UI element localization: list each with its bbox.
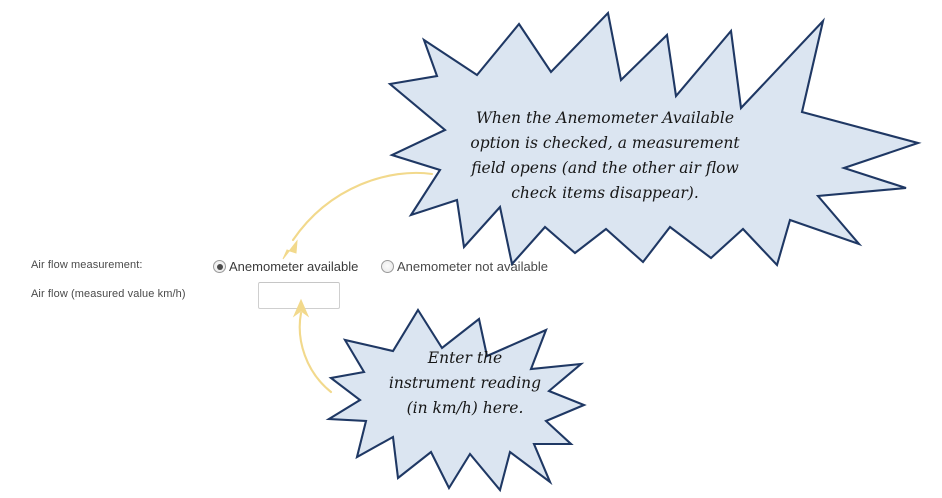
callout-top-line-2: option is checked, a measurement <box>470 134 740 153</box>
radio-label-anemometer-not-available: Anemometer not available <box>397 259 549 274</box>
air-flow-measurement-label: Air flow measurement: <box>31 259 143 271</box>
radio-button-anemometer-not-available[interactable] <box>381 260 394 273</box>
annotation-arrow-top <box>291 171 434 242</box>
callout-bottom-text: Enter the instrument reading (in km/h) h… <box>360 346 570 421</box>
annotation-arrow-bottom <box>298 311 333 394</box>
callout-starburst-top <box>387 10 922 268</box>
callout-bottom-line-2: instrument reading <box>388 374 542 393</box>
radio-option-anemometer-available[interactable]: Anemometer available <box>213 259 358 274</box>
callout-bottom-line-1: Enter the <box>427 349 503 367</box>
radio-option-anemometer-not-available[interactable]: Anemometer not available <box>381 259 548 274</box>
callout-top-line-4: check items disappear). <box>511 184 699 203</box>
callout-bottom-line-3: (in km/h) here. <box>406 399 524 418</box>
callout-top-line-3: field opens (and the other air flow <box>471 159 739 178</box>
radio-button-anemometer-available[interactable] <box>213 260 226 273</box>
air-flow-measured-value-input[interactable] <box>258 282 340 309</box>
air-flow-value-label: Air flow (measured value km/h) <box>31 288 186 300</box>
radio-label-anemometer-available: Anemometer available <box>229 259 359 274</box>
callout-starburst-bottom <box>325 308 587 493</box>
callout-top-text: When the Anemometer Available option is … <box>440 106 770 206</box>
callout-top-line-1: When the Anemometer Available <box>475 109 735 127</box>
annotation-arrowhead-top <box>282 239 298 260</box>
